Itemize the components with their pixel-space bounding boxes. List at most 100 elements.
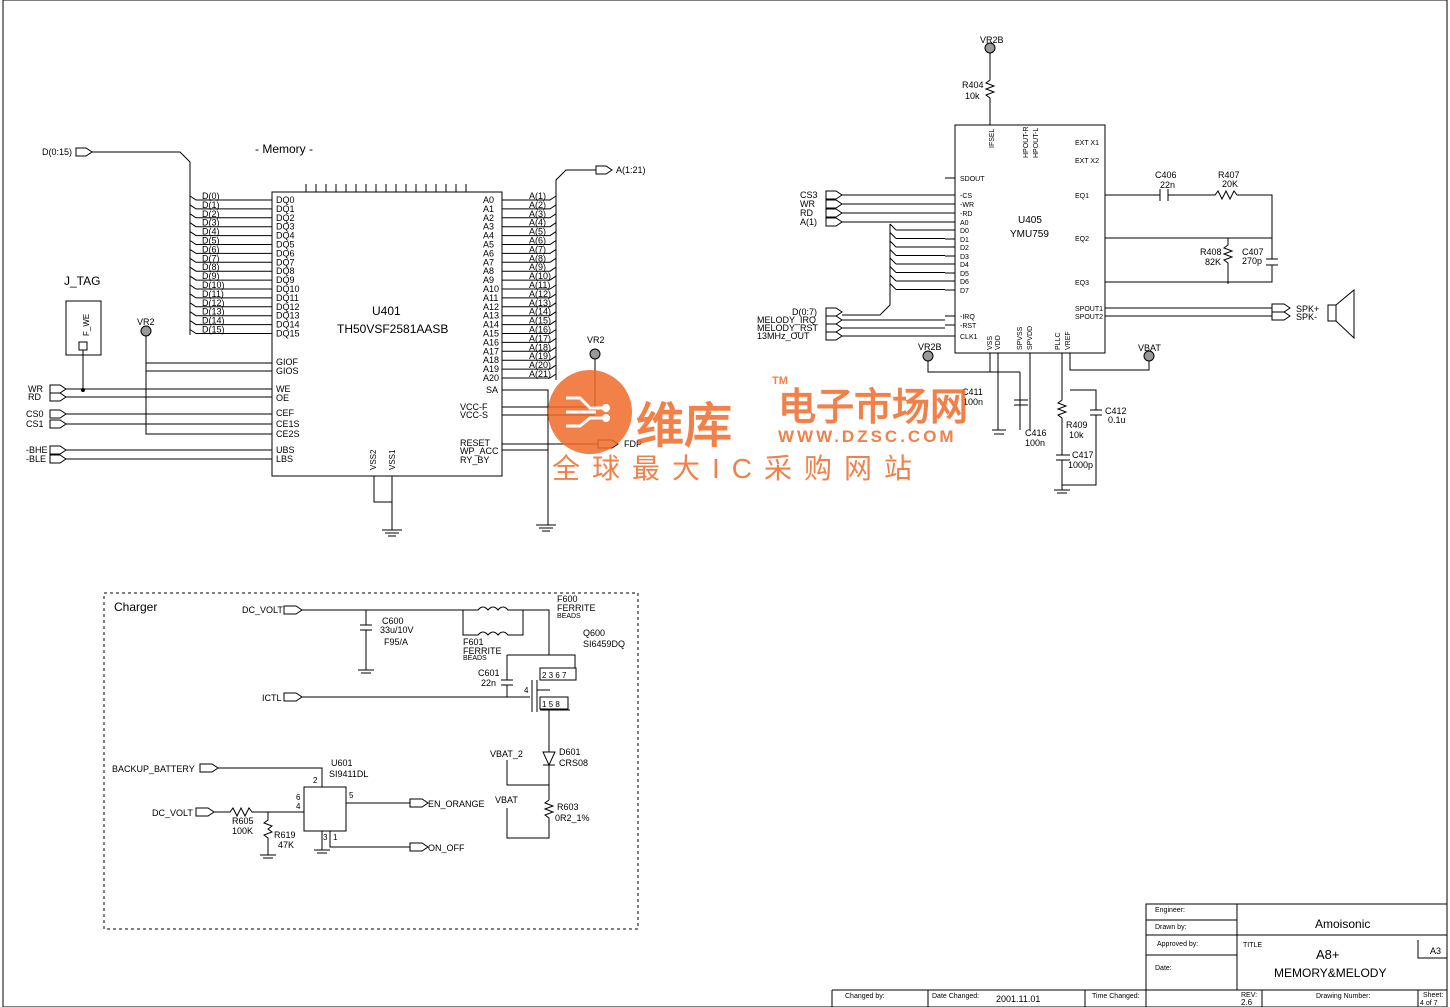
- melody-bottom-pin: VREF: [1065, 331, 1072, 350]
- svg-text:Engineer:: Engineer:: [1155, 907, 1185, 914]
- svg-text:270p: 270p: [1242, 256, 1262, 266]
- mem-addr-pin: A(8): [529, 253, 546, 263]
- svg-text:FERRITE: FERRITE: [557, 603, 596, 613]
- svg-text:Sheet:: Sheet:: [1423, 992, 1443, 999]
- mem-ctrl-pin: CEF: [276, 408, 295, 418]
- svg-text:WWW.DZSC.COM: WWW.DZSC.COM: [778, 427, 957, 446]
- svg-text:VBAT: VBAT: [495, 795, 518, 805]
- svg-text:DC_VOLT: DC_VOLT: [242, 605, 283, 615]
- mem-addr-pin: A(15): [529, 316, 551, 326]
- mem-dq-pin: DQ13: [276, 311, 300, 321]
- mem-data-pin: D(10): [202, 280, 225, 290]
- mem-addr-pin: A(1): [529, 191, 546, 201]
- svg-text:2: 2: [313, 776, 318, 785]
- melody-left-pin: D4: [960, 262, 969, 269]
- svg-text:C416: C416: [1025, 428, 1047, 438]
- mem-addr-pin: A(21): [529, 369, 551, 379]
- melody-right-pin: EQ1: [1075, 193, 1089, 200]
- svg-text:TITLE: TITLE: [1243, 942, 1262, 949]
- mem-ctrl-right-pin: RY_BY: [460, 455, 489, 465]
- u601-chip[interactable]: [303, 786, 347, 832]
- charger-section: Charger DC_VOLT C600 33u/10V F95/A F600 …: [103, 592, 639, 930]
- vr2-label-left: VR2: [137, 317, 155, 327]
- mem-ctrl-pin: LBS: [276, 454, 293, 464]
- svg-text:0.1u: 0.1u: [1108, 415, 1126, 425]
- vr2-node-left: [140, 325, 152, 337]
- svg-text:VBAT: VBAT: [1138, 343, 1161, 353]
- vr2-label-right: VR2: [587, 335, 605, 345]
- mem-addr-pin: A(18): [529, 342, 551, 352]
- mem-a-pin: A0: [483, 195, 494, 205]
- svg-text:HPOUT-R: HPOUT-R: [1023, 127, 1030, 159]
- svg-text:47K: 47K: [278, 840, 294, 850]
- svg-text:Drawing Number:: Drawing Number:: [1316, 993, 1371, 1000]
- mem-a-pin: A5: [483, 240, 494, 250]
- mem-sig-port: -BHE: [26, 445, 48, 455]
- svg-text:U601: U601: [331, 758, 353, 768]
- mem-addr-pin: A(5): [529, 227, 546, 237]
- svg-text:R408: R408: [1200, 247, 1222, 257]
- mem-ctrl-pin: GIOS: [276, 366, 299, 376]
- mem-a-pin: A11: [483, 293, 498, 303]
- svg-text:BEADS: BEADS: [557, 613, 581, 620]
- memory-top-pins: [305, 184, 467, 192]
- mem-a-pin: A6: [483, 248, 494, 258]
- svg-text:DC_VOLT: DC_VOLT: [152, 808, 193, 818]
- addr-bus-wire: [555, 169, 596, 380]
- speaker-icon: [1327, 304, 1337, 322]
- melody-input-port: CS3: [800, 190, 818, 200]
- melody-left-pin: -WR: [960, 202, 974, 209]
- svg-text:C600: C600: [382, 616, 404, 626]
- svg-text:R605: R605: [232, 816, 254, 826]
- svg-text:4: 4: [296, 802, 301, 811]
- svg-text:电子市场网: 电子市场网: [778, 387, 968, 429]
- mem-dq-pin: DQ9: [276, 275, 295, 285]
- mem-a-pin: A20: [483, 373, 499, 383]
- mem-data-pin: D(15): [202, 325, 225, 335]
- mem-dq-pin: DQ6: [276, 248, 295, 258]
- chip-u405[interactable]: [954, 124, 1106, 354]
- mem-addr-pin: A(7): [529, 244, 546, 254]
- vr2b-label: VR2B: [980, 35, 1004, 45]
- svg-text:EN_ORANGE: EN_ORANGE: [428, 799, 485, 809]
- svg-text:3: 3: [323, 833, 328, 842]
- watermark: 维库 TM 电子市场网 WWW.DZSC.COM 全球最大IC采购网站: [548, 370, 968, 484]
- melody-right-pin: SPOUT1: [1075, 306, 1103, 313]
- svg-text:VBAT_2: VBAT_2: [490, 749, 523, 759]
- melody-right-pin: EXT X2: [1075, 158, 1099, 165]
- mem-sig-port: WR: [28, 384, 43, 394]
- svg-text:R407: R407: [1218, 170, 1240, 180]
- melody-left-pin: D3: [960, 254, 969, 261]
- mem-data-pin: D(9): [202, 271, 220, 281]
- melody-bottom-pin: VSS: [987, 336, 994, 350]
- mem-ctrl-pin: OE: [276, 393, 289, 403]
- svg-text:20K: 20K: [1222, 179, 1238, 189]
- svg-text:2001.11.01: 2001.11.01: [996, 994, 1040, 1004]
- svg-text:10k: 10k: [1069, 430, 1084, 440]
- mem-data-pin: D(1): [202, 200, 220, 210]
- mem-a-pin: A12: [483, 302, 499, 312]
- melody-ctrl-port: MELODY_IRQ: [757, 315, 816, 325]
- svg-text:ON_OFF: ON_OFF: [428, 843, 465, 853]
- svg-text:维库: 维库: [636, 400, 732, 453]
- mem-a-pin: A14: [483, 320, 499, 330]
- svg-text:22n: 22n: [481, 678, 496, 688]
- melody-right-pin: EXT X1: [1075, 140, 1099, 147]
- mem-data-pin: D(2): [202, 209, 220, 219]
- mem-addr-pin: A(12): [529, 289, 551, 299]
- melody-section: U405 YMU759 VR2B R404 10k IFSEL HPOUT-R …: [757, 35, 1355, 494]
- melody-left-pin: D2: [960, 245, 969, 252]
- melody-left-pin: A0: [960, 220, 969, 227]
- svg-text:F95/A: F95/A: [384, 637, 408, 647]
- mem-data-pin: D(14): [202, 316, 225, 326]
- charger-title: Charger: [114, 600, 157, 614]
- mem-addr-pin: A(10): [529, 271, 551, 281]
- melody-input-port: RD: [800, 208, 813, 218]
- svg-text:A3: A3: [1430, 946, 1441, 956]
- melody-left-pin: -IRQ: [960, 314, 975, 321]
